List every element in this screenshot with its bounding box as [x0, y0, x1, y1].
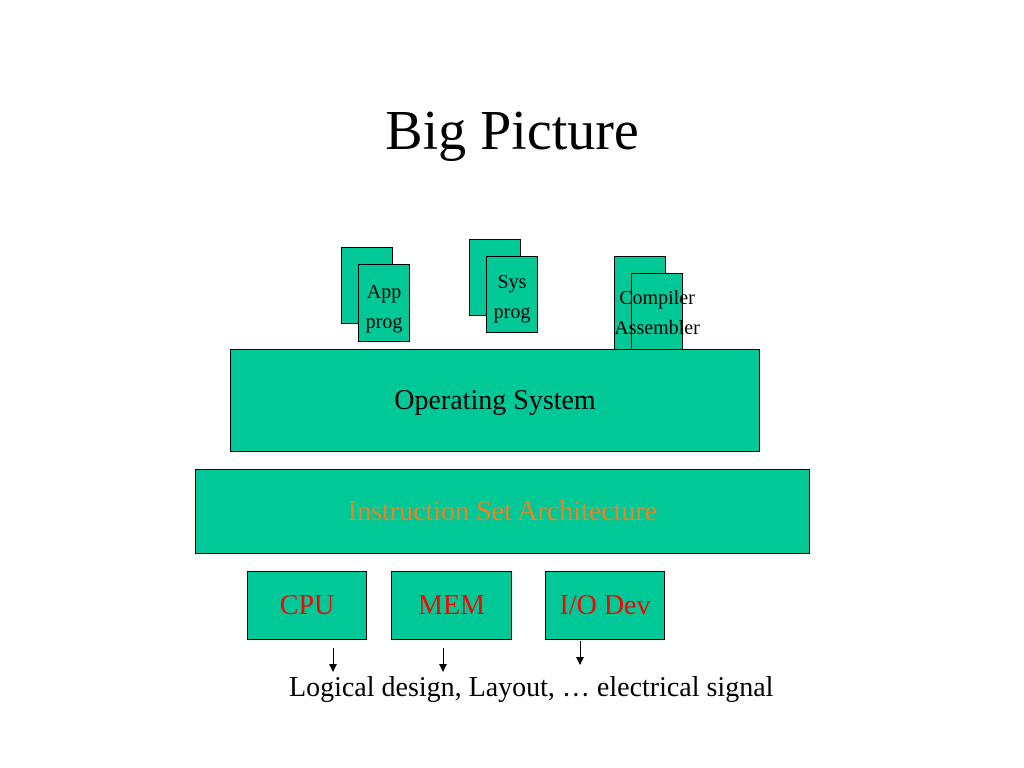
- mem-arrow: [439, 648, 447, 672]
- page-title: Big Picture: [385, 100, 639, 162]
- compiler-assembler-label: Compiler Assembler: [614, 287, 700, 339]
- operating-system-label: Operating System: [394, 384, 596, 416]
- io-dev-arrow: [576, 641, 584, 665]
- io-dev-box: I/O Dev: [545, 571, 665, 640]
- mem-label: MEM: [418, 589, 485, 621]
- sys-prog-label: Sys prog: [493, 271, 531, 323]
- app-prog-doc: [358, 264, 410, 342]
- cpu-label: CPU: [279, 589, 335, 621]
- cpu-arrow: [329, 648, 337, 672]
- isa-box: Instruction Set Architecture: [195, 469, 810, 554]
- app-prog-label: App prog: [365, 281, 403, 333]
- sys-prog-doc: [486, 256, 538, 333]
- mem-box: MEM: [391, 571, 512, 640]
- io-dev-label: I/O Dev: [559, 589, 651, 621]
- compiler-doc: [631, 273, 683, 350]
- cpu-box: CPU: [247, 571, 367, 640]
- operating-system-box: Operating System: [230, 349, 760, 452]
- isa-label: Instruction Set Architecture: [347, 495, 658, 527]
- footer-caption: Logical design, Layout, … electrical sig…: [289, 672, 774, 703]
